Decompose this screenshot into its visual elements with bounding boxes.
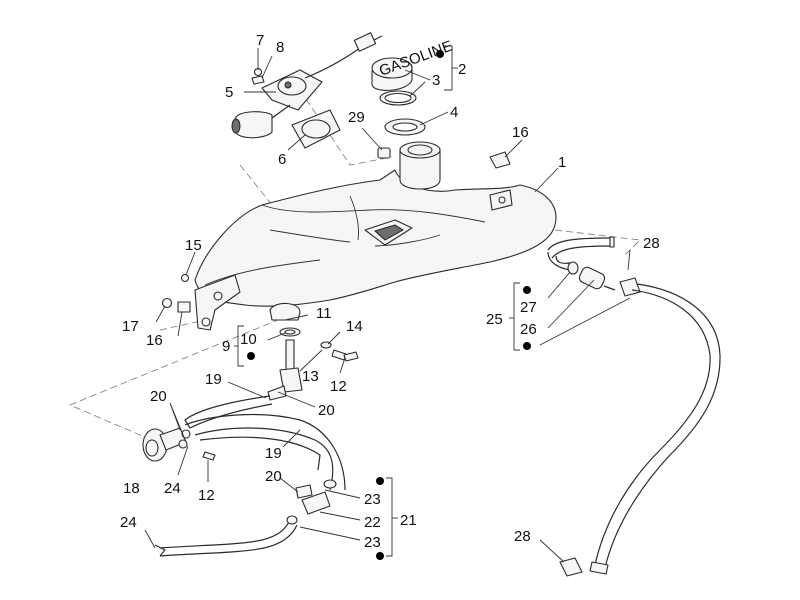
- callout-12b: 12: [198, 487, 215, 504]
- bullet-dot: [523, 286, 531, 294]
- callout-21: 21: [400, 512, 417, 529]
- callout-25: 25: [486, 311, 503, 328]
- callout-15: 15: [185, 237, 202, 254]
- callout-4: 4: [450, 104, 458, 121]
- callout-6: 6: [278, 151, 286, 168]
- callout-23b: 23: [364, 534, 381, 551]
- callout-8: 8: [276, 39, 284, 56]
- callout-27: 27: [520, 299, 537, 316]
- fuel-tap: [267, 339, 303, 401]
- bullet-dot: [376, 477, 384, 485]
- callout-24b: 24: [120, 514, 137, 531]
- fuel-tank: [194, 141, 557, 331]
- callout-12a: 12: [330, 378, 347, 395]
- callout-20a: 20: [150, 388, 167, 405]
- callout-14: 14: [346, 318, 363, 335]
- callout-24a: 24: [164, 480, 181, 497]
- callout-11: 11: [316, 305, 332, 322]
- group-brackets: [234, 45, 520, 557]
- callout-7: 7: [256, 32, 264, 49]
- callout-13: 13: [302, 368, 319, 385]
- callout-19b: 19: [265, 445, 282, 462]
- callout-23a: 23: [364, 491, 381, 508]
- bullet-dot: [376, 552, 384, 560]
- callout-5: 5: [225, 84, 233, 101]
- bullet-dot: [436, 50, 444, 58]
- callout-16a: 16: [512, 124, 529, 141]
- callout-1: 1: [558, 154, 566, 171]
- callout-9: 9: [222, 338, 230, 355]
- leader-lines: [144, 48, 631, 563]
- callout-19a: 19: [205, 371, 222, 388]
- callout-labels: 1 2 3 4 5 6 7 8 9 10 11 12 12 13 14 15 1…: [120, 32, 660, 551]
- valve-18: [142, 427, 191, 462]
- fuel-pump-assembly: [231, 32, 383, 149]
- bullet-dots: [247, 50, 531, 560]
- callout-10: 10: [240, 331, 257, 348]
- callout-22: 22: [364, 514, 381, 531]
- bullet-dot: [247, 352, 255, 360]
- small-fittings: [161, 273, 359, 461]
- callout-26: 26: [520, 321, 537, 338]
- callout-28b: 28: [514, 528, 531, 545]
- callout-20b: 20: [318, 402, 335, 419]
- callout-2: 2: [458, 61, 466, 78]
- callout-20c: 20: [265, 468, 282, 485]
- callout-3: 3: [432, 72, 440, 89]
- hoses-right: [547, 236, 721, 577]
- callout-16b: 16: [146, 332, 163, 349]
- callout-18: 18: [123, 480, 140, 497]
- bullet-dot: [523, 342, 531, 350]
- callout-29: 29: [348, 109, 365, 126]
- hoses-left: [154, 395, 346, 557]
- lower-fittings: [286, 479, 337, 525]
- callout-17: 17: [122, 318, 139, 335]
- callout-28a: 28: [643, 235, 660, 252]
- cap-label: GASOLINE: [377, 38, 455, 80]
